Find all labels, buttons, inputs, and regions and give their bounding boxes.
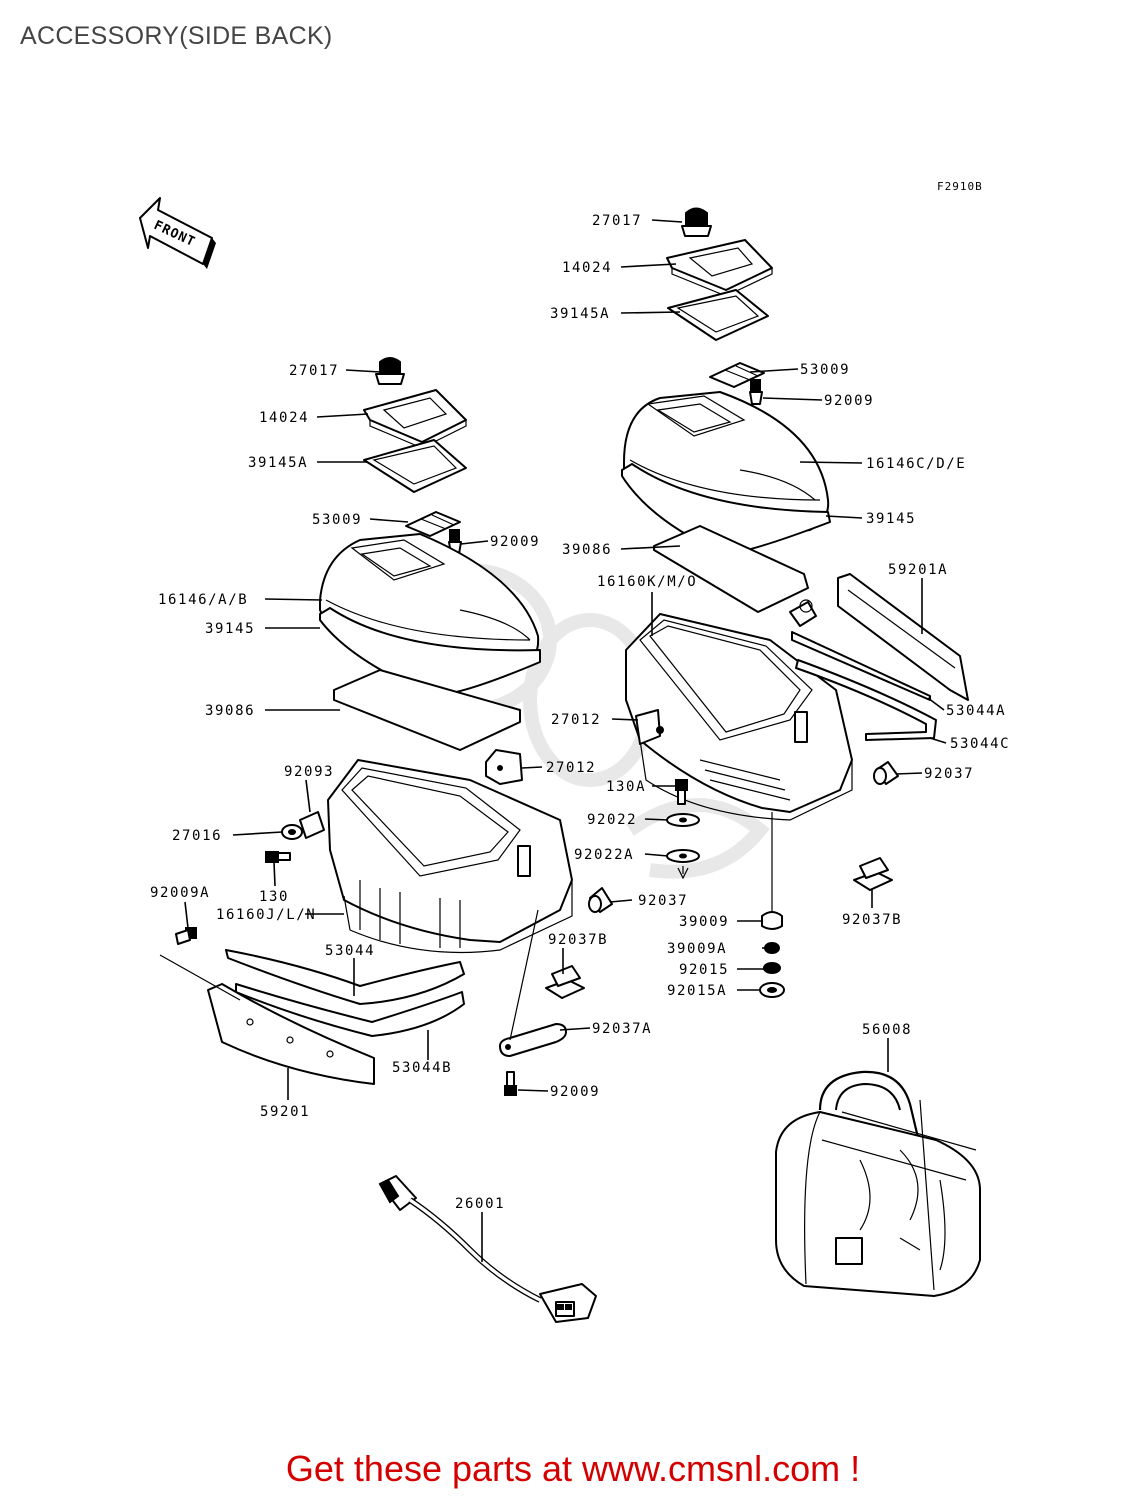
right-lower-case [625,613,853,821]
part-label-59201: 59201 [260,1104,310,1120]
front-arrow-icon: FRONT [139,197,216,269]
part-labels: 27017 14024 39145A 53009 92009 16146C/D/… [150,213,1010,1212]
left-latch-27016 [281,824,303,840]
part-label-92009a: 92009A [150,885,210,901]
right-damper-39009a [764,942,780,954]
part-label-14024-left: 14024 [259,410,309,426]
part-label-130: 130 [259,889,289,905]
part-label-53044: 53044 [325,943,375,959]
part-label-39145a-left: 39145A [248,455,308,471]
right-lock-cover [666,239,773,297]
part-label-26001: 26001 [455,1196,505,1212]
figure-code: F2910B [937,180,983,193]
right-side-panel [837,573,969,701]
part-label-16146cde: 16146C/D/E [866,456,966,472]
left-lock-cover [363,389,467,449]
left-clip-92093 [299,811,325,839]
right-washer-a [666,813,700,827]
part-label-92015a: 92015A [667,983,727,999]
right-lock-gasket [667,289,769,341]
left-bracket-27012 [485,749,523,785]
part-label-59201a: 59201A [888,562,948,578]
right-bolt-130a [675,779,688,805]
part-label-39009a: 39009A [667,941,727,957]
left-trim-strip-53044 [225,949,465,1005]
right-hinge [709,362,765,388]
part-label-39145-right: 39145 [866,511,916,527]
right-washer-b [666,849,700,863]
wire-harness-icon [378,1175,597,1323]
part-label-14024-right: 14024 [562,260,612,276]
left-lid-pad [333,669,521,751]
part-label-92037-right: 92037 [924,766,974,782]
part-label-39086-left: 39086 [205,703,255,719]
left-lock-cap [375,357,405,385]
part-label-53009-left: 53009 [312,512,362,528]
right-hinge-screw [749,379,763,405]
part-label-16160jln: 16160J/L/N [216,907,316,923]
left-screw-92009a [175,927,197,945]
right-lid-pad [653,525,809,613]
part-label-53009-right: 53009 [800,362,850,378]
part-label-53044b: 53044B [392,1060,452,1076]
part-label-130a: 130A [606,779,646,795]
part-label-92037b-left: 92037B [548,932,608,948]
left-grommet-92037 [588,887,613,913]
right-clip-92037b [853,857,893,891]
left-plate-92037a [499,1023,567,1057]
leader-lines [184,219,947,1262]
part-label-27012-left: 27012 [546,760,596,776]
part-label-27017-left: 27017 [289,363,339,379]
left-lid-gasket [319,607,541,696]
right-lid-gasket [621,463,831,555]
promo-link[interactable]: Get these parts at www.cmsnl.com ! [285,1448,861,1489]
part-label-92037-mid: 92037 [638,893,688,909]
part-label-92009-right: 92009 [824,393,874,409]
part-label-39145-left: 39145 [205,621,255,637]
right-nut-92015 [763,962,781,974]
part-label-92009-left: 92009 [490,534,540,550]
right-trim-strip-c [795,659,937,741]
right-grommet [873,761,899,785]
right-latch-clip [789,599,817,627]
part-label-39086-right: 39086 [562,542,612,558]
left-screw-92009 [504,1071,517,1096]
part-label-92022: 92022 [587,812,637,828]
part-label-53044c: 53044C [950,736,1010,752]
right-latch-bracket [635,709,664,745]
part-label-92093: 92093 [284,764,334,780]
left-lower-case [327,759,573,954]
part-label-92037b-right: 92037B [842,912,902,928]
storage-bag-icon [775,1070,981,1297]
left-side-panel [207,983,375,1085]
part-label-56008: 56008 [862,1022,912,1038]
left-clip-92037b [545,965,585,999]
right-damper-39009 [761,911,783,930]
part-label-92022a: 92022A [574,847,634,863]
part-label-92009-bottom: 92009 [550,1084,600,1100]
part-label-16146ab: 16146/A/B [158,592,248,608]
part-label-27017-right: 27017 [592,213,642,229]
left-lock-gasket [363,439,467,493]
part-label-53044a: 53044A [946,703,1006,719]
part-label-16160kmo: 16160K/M/O [597,574,697,590]
left-bolt-130 [265,851,291,863]
left-trim-strip-53044b [235,983,465,1037]
part-label-27016: 27016 [172,828,222,844]
right-lock-cap [681,207,712,237]
left-hinge [405,511,461,537]
part-label-92037a: 92037A [592,1021,652,1037]
part-label-39145a-right: 39145A [550,306,610,322]
part-label-92015: 92015 [679,962,729,978]
right-nut-92015a [759,982,785,998]
part-label-27012-right: 27012 [551,712,601,728]
part-label-39009: 39009 [679,914,729,930]
page-title: ACCESSORY(SIDE BACK) [20,22,333,50]
